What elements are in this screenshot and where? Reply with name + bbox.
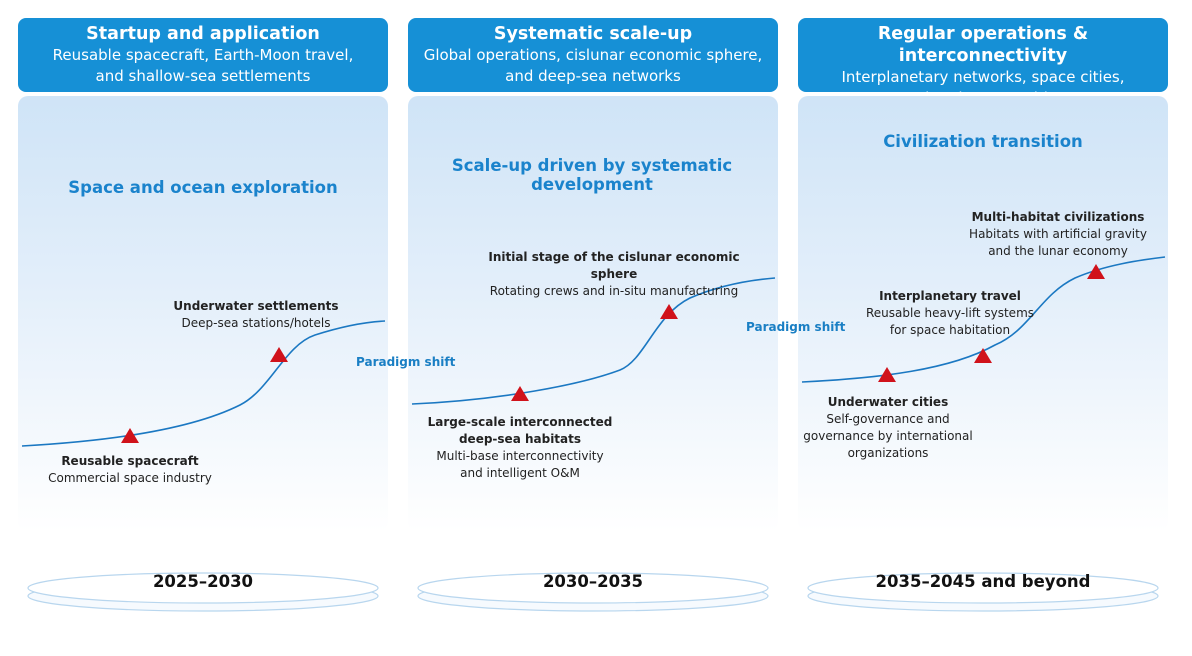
period-disc <box>417 572 769 612</box>
milestone-marker <box>511 386 529 401</box>
growth-curve-2 <box>411 277 776 405</box>
period-label: 2035–2045 and beyond <box>875 572 1091 591</box>
growth-curve-1 <box>21 320 386 447</box>
milestone-detail: organizations <box>847 446 929 460</box>
milestone-interplanetary-travel: Interplanetary travel Reusable heavy-lif… <box>848 288 1052 339</box>
period-label: 2030–2035 <box>542 572 644 591</box>
milestone-underwater-settlements: Underwater settlements Deep-sea stations… <box>156 298 356 332</box>
period-disc <box>27 572 379 612</box>
milestone-marker <box>878 367 896 382</box>
milestone-marker <box>660 304 678 319</box>
header-subtitle: Global operations, cislunar economic sph… <box>423 46 763 64</box>
milestone-detail: governance by international <box>803 429 973 443</box>
milestone-title: Interplanetary travel <box>879 289 1021 303</box>
milestone-title: Underwater cities <box>827 395 949 409</box>
header-startup: Startup and application Reusable spacecr… <box>18 18 388 92</box>
panel-startup <box>18 96 388 532</box>
milestone-detail: Commercial space industry <box>48 471 212 485</box>
milestone-marker <box>974 348 992 363</box>
milestone-detail: Habitats with artificial gravity <box>969 227 1147 241</box>
header-title: Systematic scale-up <box>493 24 693 44</box>
milestone-detail: Self-governance and <box>826 412 950 426</box>
milestone-detail: and the lunar economy <box>988 244 1128 258</box>
stage-label-civilization: Civilization transition <box>883 132 1083 151</box>
milestone-title: Reusable spacecraft <box>61 454 199 468</box>
milestone-detail: Deep-sea stations/hotels <box>181 316 331 330</box>
milestone-title: Large-scale interconnected <box>427 415 613 429</box>
milestone-marker <box>270 347 288 362</box>
header-subtitle: Reusable spacecraft, Earth-Moon travel, <box>52 46 354 64</box>
milestone-detail: for space habitation <box>889 323 1011 337</box>
header-subtitle: and deep-sea networks <box>505 67 681 85</box>
milestone-marker <box>1087 264 1105 279</box>
paradigm-shift-label-2: Paradigm shift <box>746 320 846 334</box>
milestone-deep-sea-habitats: Large-scale interconnected deep-sea habi… <box>410 414 630 482</box>
period-disc <box>807 572 1159 612</box>
header-regular-operations: Regular operations & interconnectivity I… <box>798 18 1168 107</box>
milestone-underwater-cities: Underwater cities Self-governance and go… <box>798 394 978 462</box>
panel-scale-up <box>408 96 778 532</box>
milestone-detail: Multi-base interconnectivity <box>436 449 604 463</box>
milestone-title: Underwater settlements <box>173 299 339 313</box>
milestone-cislunar-sphere: Initial stage of the cislunar economic s… <box>468 249 760 300</box>
milestone-marker <box>121 428 139 443</box>
milestone-reusable-spacecraft: Reusable spacecraft Commercial space ind… <box>30 453 230 487</box>
milestone-detail: Reusable heavy-lift systems <box>865 306 1035 320</box>
header-scale-up: Systematic scale-up Global operations, c… <box>408 18 778 92</box>
milestone-multi-habitat: Multi-habitat civilizations Habitats wit… <box>946 209 1170 260</box>
milestone-title: Initial stage of the cislunar economic s… <box>488 250 740 281</box>
period-label: 2025–2030 <box>152 572 254 591</box>
stage-label-exploration: Space and ocean exploration <box>68 178 338 197</box>
panel-regular-operations <box>798 96 1168 532</box>
header-title: Startup and application <box>86 24 320 44</box>
stage-label-scale-up: Scale-up driven by systematic developmen… <box>451 156 733 194</box>
milestone-detail: and intelligent O&M <box>460 466 580 480</box>
header-subtitle: and shallow-sea settlements <box>95 67 311 85</box>
paradigm-shift-label-1: Paradigm shift <box>356 355 456 369</box>
header-subtitle: Interplanetary networks, space cities, <box>841 68 1125 86</box>
milestone-title: deep-sea habitats <box>458 432 582 446</box>
milestone-detail: Rotating crews and in-situ manufacturing <box>489 284 739 298</box>
milestone-title: Multi-habitat civilizations <box>971 210 1145 224</box>
header-title: Regular operations & interconnectivity <box>877 24 1089 66</box>
